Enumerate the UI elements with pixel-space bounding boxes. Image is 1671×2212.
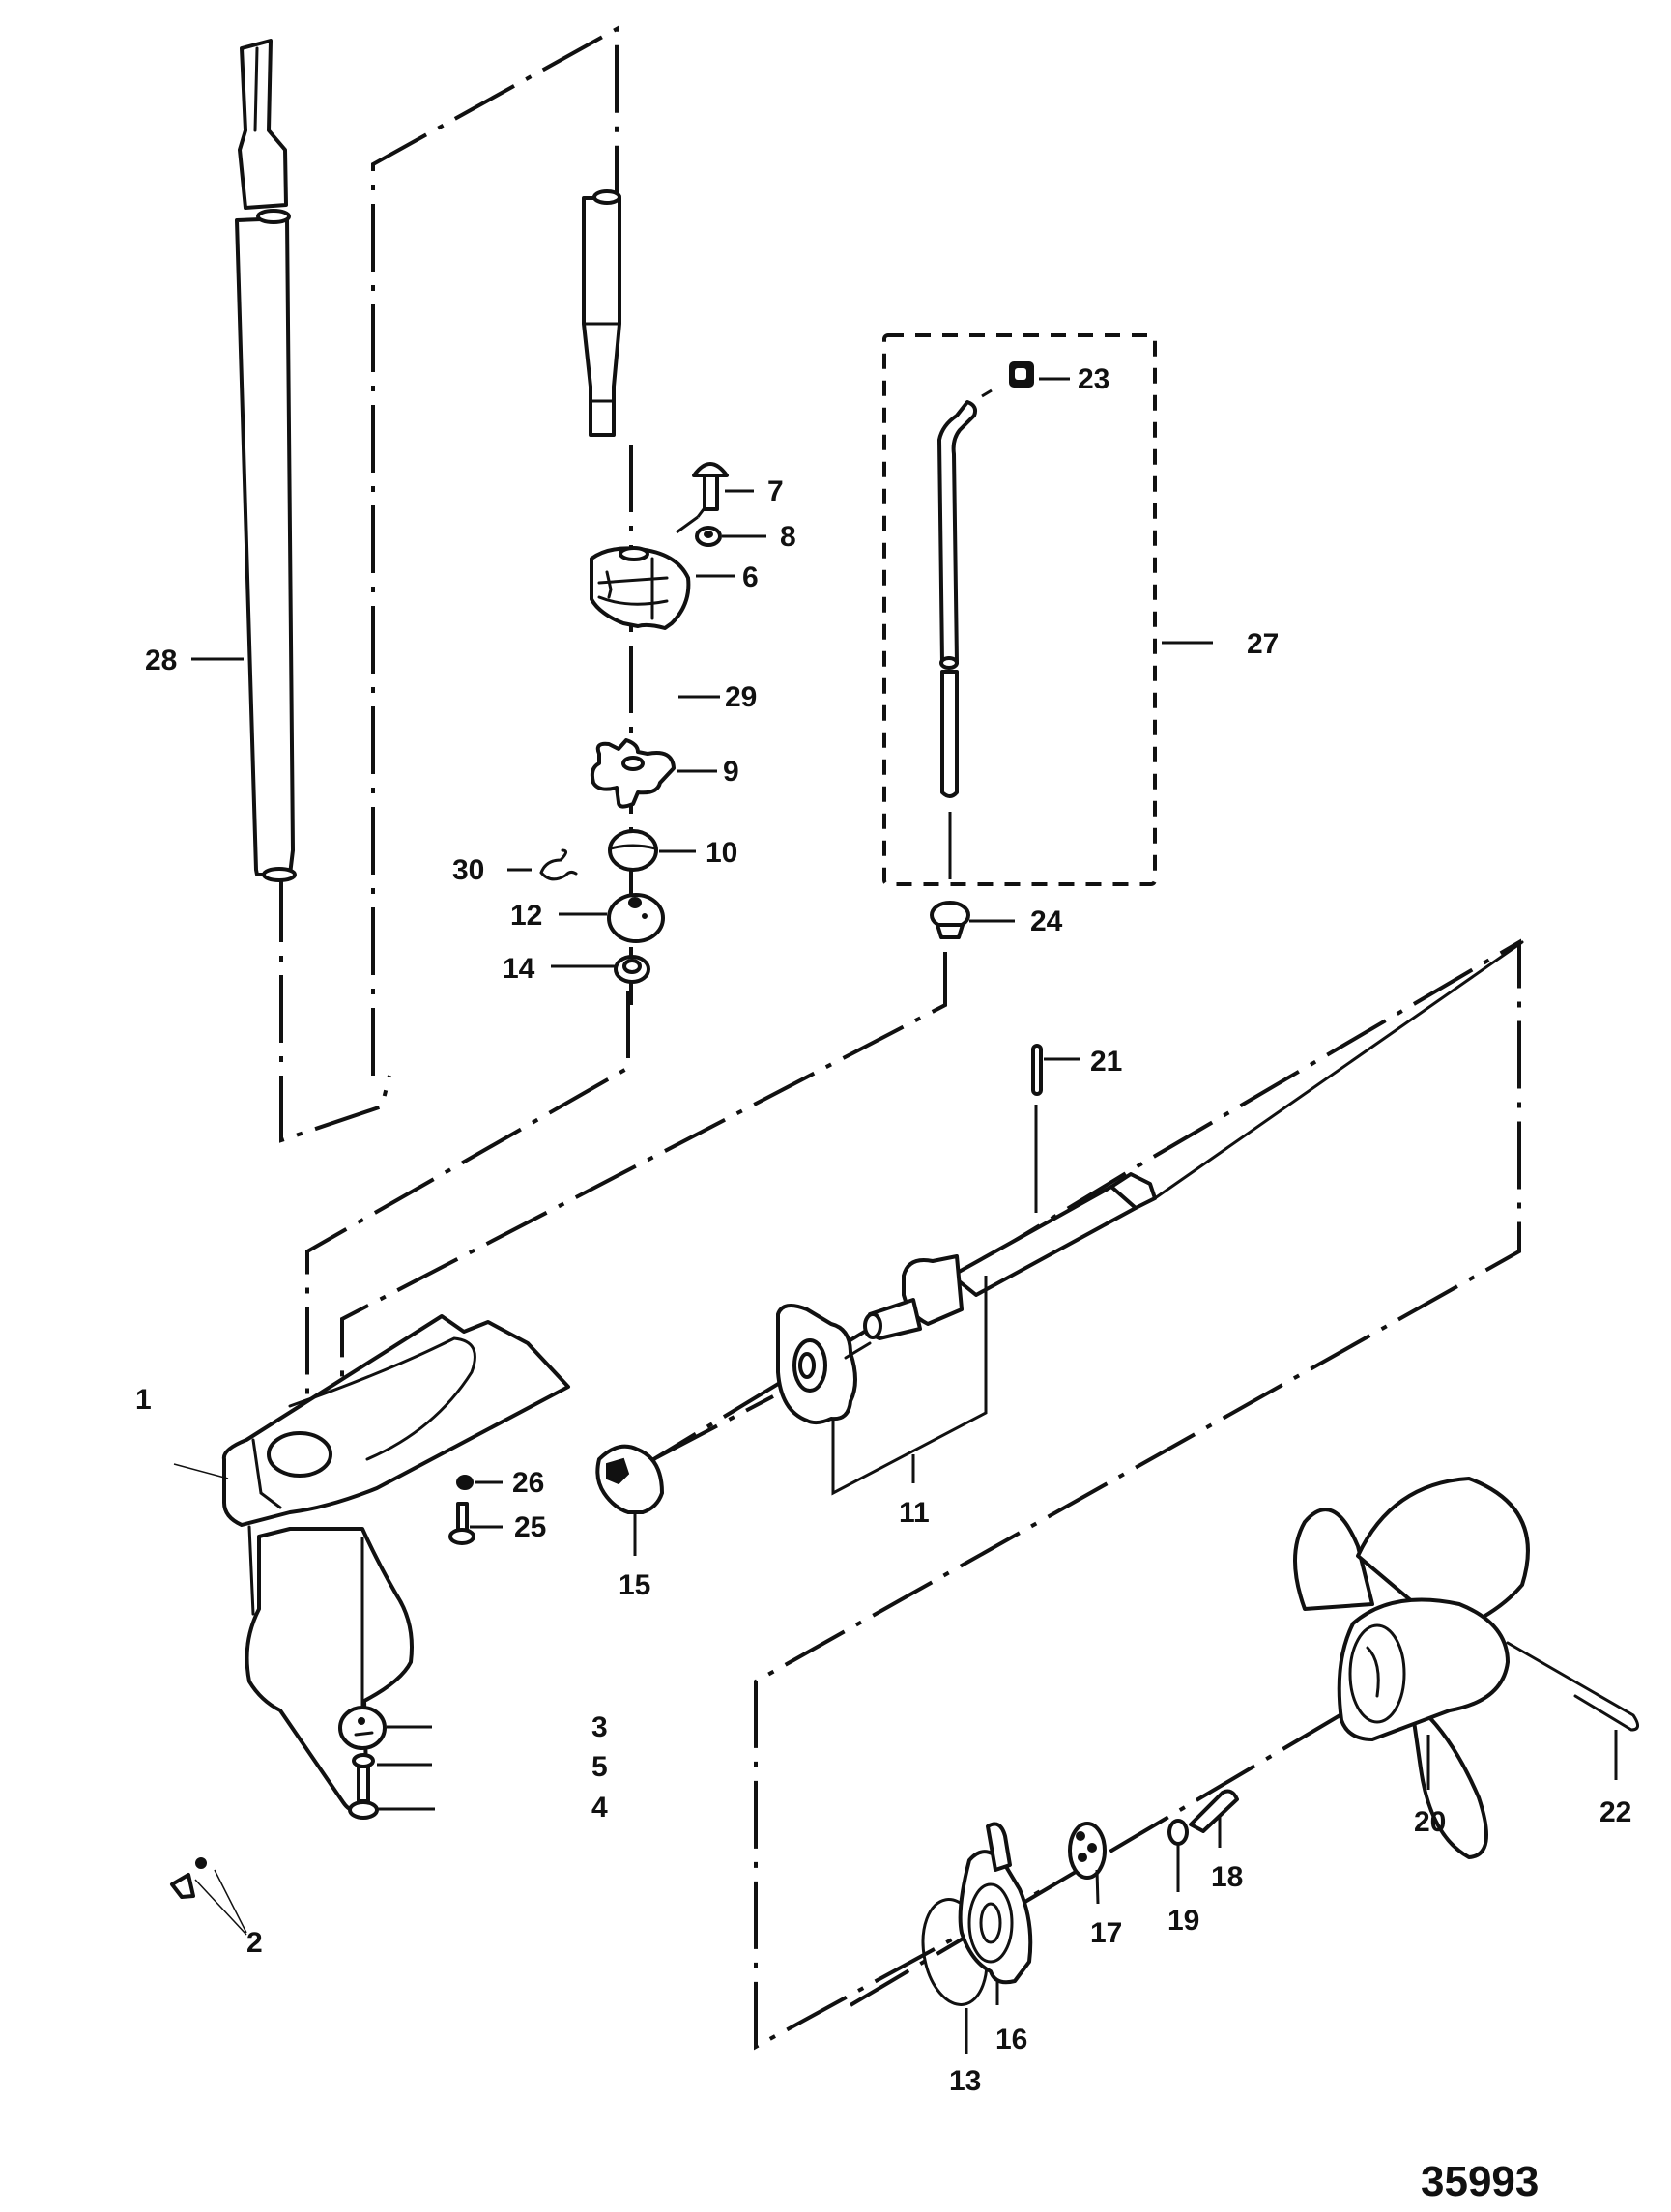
pinion-gear-part (595, 1444, 664, 1556)
label-12: 12 (510, 900, 542, 932)
label-13: 13 (949, 2065, 981, 2097)
callout-labels: 1 2 3 4 5 6 7 8 9 10 11 12 13 14 15 16 1… (135, 363, 1631, 2097)
label-23: 23 (1078, 363, 1109, 395)
label-21: 21 (1090, 1046, 1122, 1077)
forward-gear-part (776, 1304, 872, 1425)
pump-body-part (590, 546, 691, 630)
pump-base-part (607, 893, 665, 943)
label-8: 8 (780, 521, 796, 553)
prop-shaft-bracket (831, 1276, 988, 1496)
washer-part-8-hole (704, 531, 713, 538)
water-tube-part (937, 388, 993, 879)
label-6: 6 (742, 561, 759, 593)
anode-part-3 (338, 1706, 387, 1750)
label-5: 5 (591, 1751, 608, 1783)
water-tube-kit-box (882, 333, 1157, 886)
label-14: 14 (503, 953, 535, 985)
washer-part-26 (456, 1475, 474, 1490)
cotter-pin-part-22 (1506, 1641, 1639, 1780)
label-2: 2 (246, 1927, 263, 1959)
assembly-line-tube-to-housing (340, 952, 947, 1377)
gear-housing-part (173, 1314, 570, 1813)
upper-driveshaft-part (582, 189, 621, 437)
label-7: 7 (767, 475, 784, 507)
clip-part-30 (539, 848, 578, 881)
grommet-part-23 (1009, 361, 1034, 388)
bearing-carrier-part (958, 1822, 1033, 2005)
insert-part (608, 829, 658, 872)
label-22: 22 (1599, 1796, 1631, 1828)
screw-part-7 (676, 462, 729, 534)
label-16: 16 (995, 2024, 1027, 2055)
label-11: 11 (899, 1497, 930, 1529)
propeller-part (1293, 1477, 1530, 1859)
label-24: 24 (1030, 905, 1063, 937)
driveshaft-part (235, 39, 297, 882)
washer-part-19 (1167, 1819, 1189, 1892)
label-9: 9 (723, 756, 739, 788)
impeller-part (590, 738, 676, 809)
label-10: 10 (706, 837, 737, 869)
label-20: 20 (1414, 1806, 1446, 1838)
grommet-part-24 (930, 901, 970, 939)
label-30: 30 (452, 854, 484, 886)
label-26: 26 (512, 1467, 544, 1499)
thrust-hub-part (1068, 1822, 1107, 1905)
prop-shaft-part (863, 940, 1524, 1340)
screw-part-2 (170, 1857, 207, 1899)
figure-number: 35993 (1421, 2158, 1539, 2205)
label-17: 17 (1090, 1917, 1122, 1949)
label-25: 25 (514, 1511, 546, 1543)
label-19: 19 (1167, 1905, 1199, 1937)
leader-lines (191, 377, 1213, 2054)
assembly-line-driveshaft (279, 25, 619, 1143)
label-1: 1 (135, 1384, 152, 1416)
assembly-line-prop-shaft (636, 938, 1521, 2051)
assembly-line-pinion (656, 1394, 774, 1459)
label-27: 27 (1247, 628, 1279, 660)
pin-part-21 (1031, 1044, 1043, 1096)
label-28: 28 (145, 645, 177, 676)
label-15: 15 (619, 1569, 650, 1601)
label-29: 29 (725, 681, 757, 713)
label-18: 18 (1211, 1861, 1243, 1893)
screw-part-25 (448, 1502, 475, 1545)
label-3: 3 (591, 1711, 608, 1743)
cotter-pin-part-18 (1189, 1789, 1239, 1848)
assembly-line-propeller (849, 1694, 1374, 2007)
assembly-lines (279, 25, 1521, 2051)
assembly-line-pump-to-housing (305, 991, 630, 1498)
seal-part (614, 955, 650, 984)
label-4: 4 (591, 1792, 608, 1824)
